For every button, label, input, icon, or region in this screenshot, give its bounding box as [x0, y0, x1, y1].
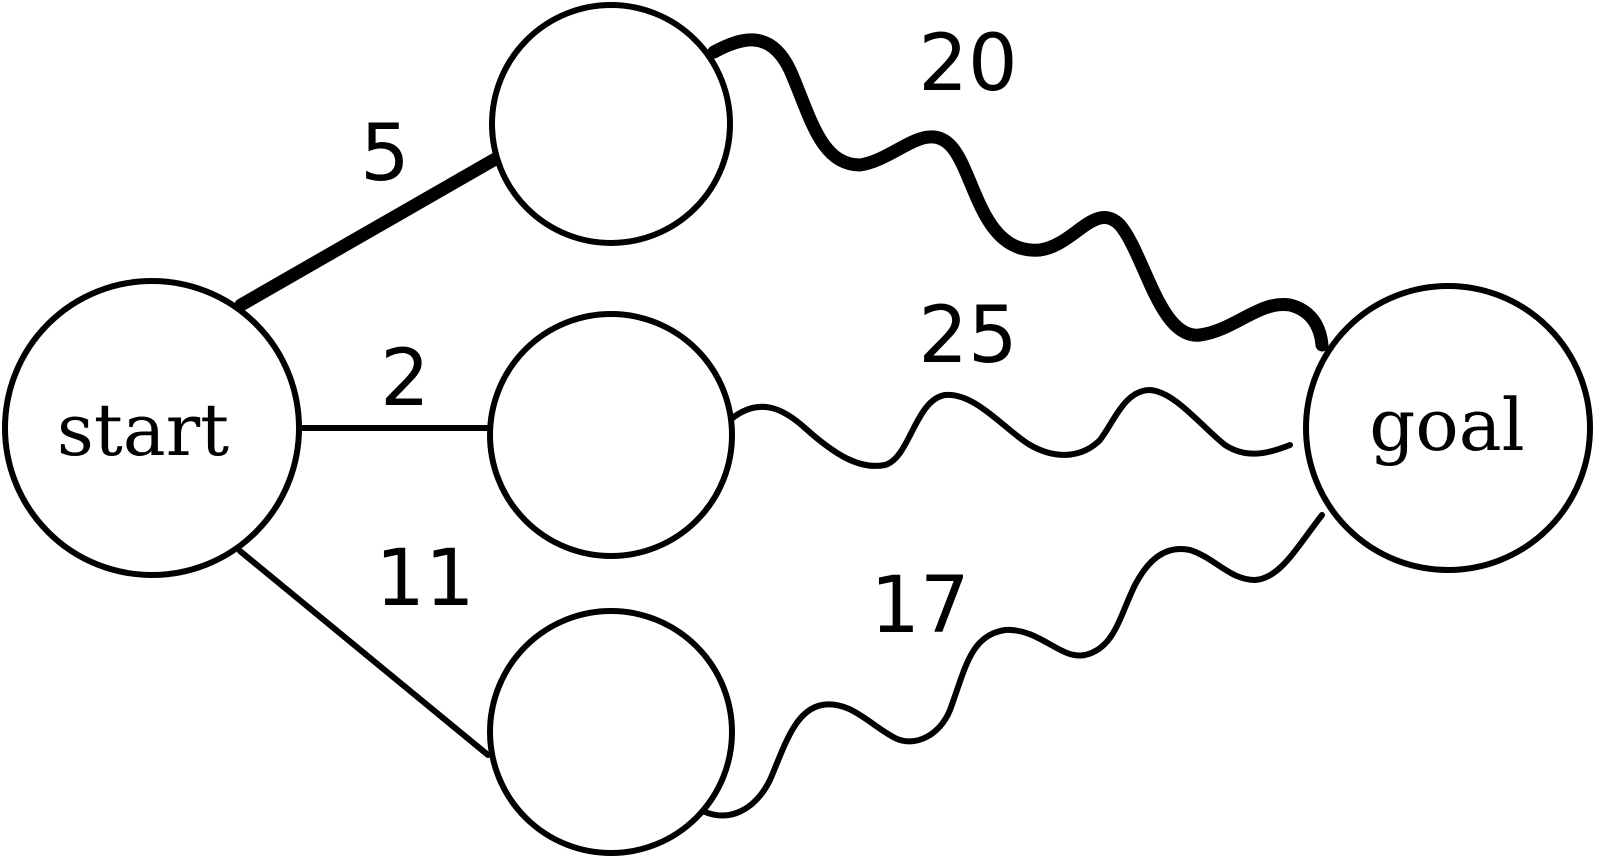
edge-weight-middle-goal: 25	[918, 291, 1017, 381]
edge-weight-bottom-goal: 17	[870, 561, 969, 651]
intermediate-node-top	[489, 2, 733, 246]
goal-node	[1303, 283, 1593, 573]
intermediate-node-middle	[487, 311, 735, 559]
edge-top-goal	[707, 33, 1329, 352]
edge-bottom-goal	[702, 512, 1325, 819]
start-node	[2, 278, 302, 578]
edge-weight-start-bottom: 11	[375, 534, 474, 624]
edge-weight-start-top: 5	[360, 109, 410, 199]
edge-start-top	[234, 151, 504, 312]
start-node-label: start	[57, 388, 229, 472]
edge-middle-goal	[727, 387, 1293, 469]
edge-weight-top-goal: 20	[918, 19, 1017, 109]
edge-start-bottom	[237, 548, 491, 758]
goal-node-label: goal	[1369, 383, 1524, 467]
edge-weight-start-middle: 2	[380, 334, 430, 424]
intermediate-node-bottom	[487, 608, 735, 856]
